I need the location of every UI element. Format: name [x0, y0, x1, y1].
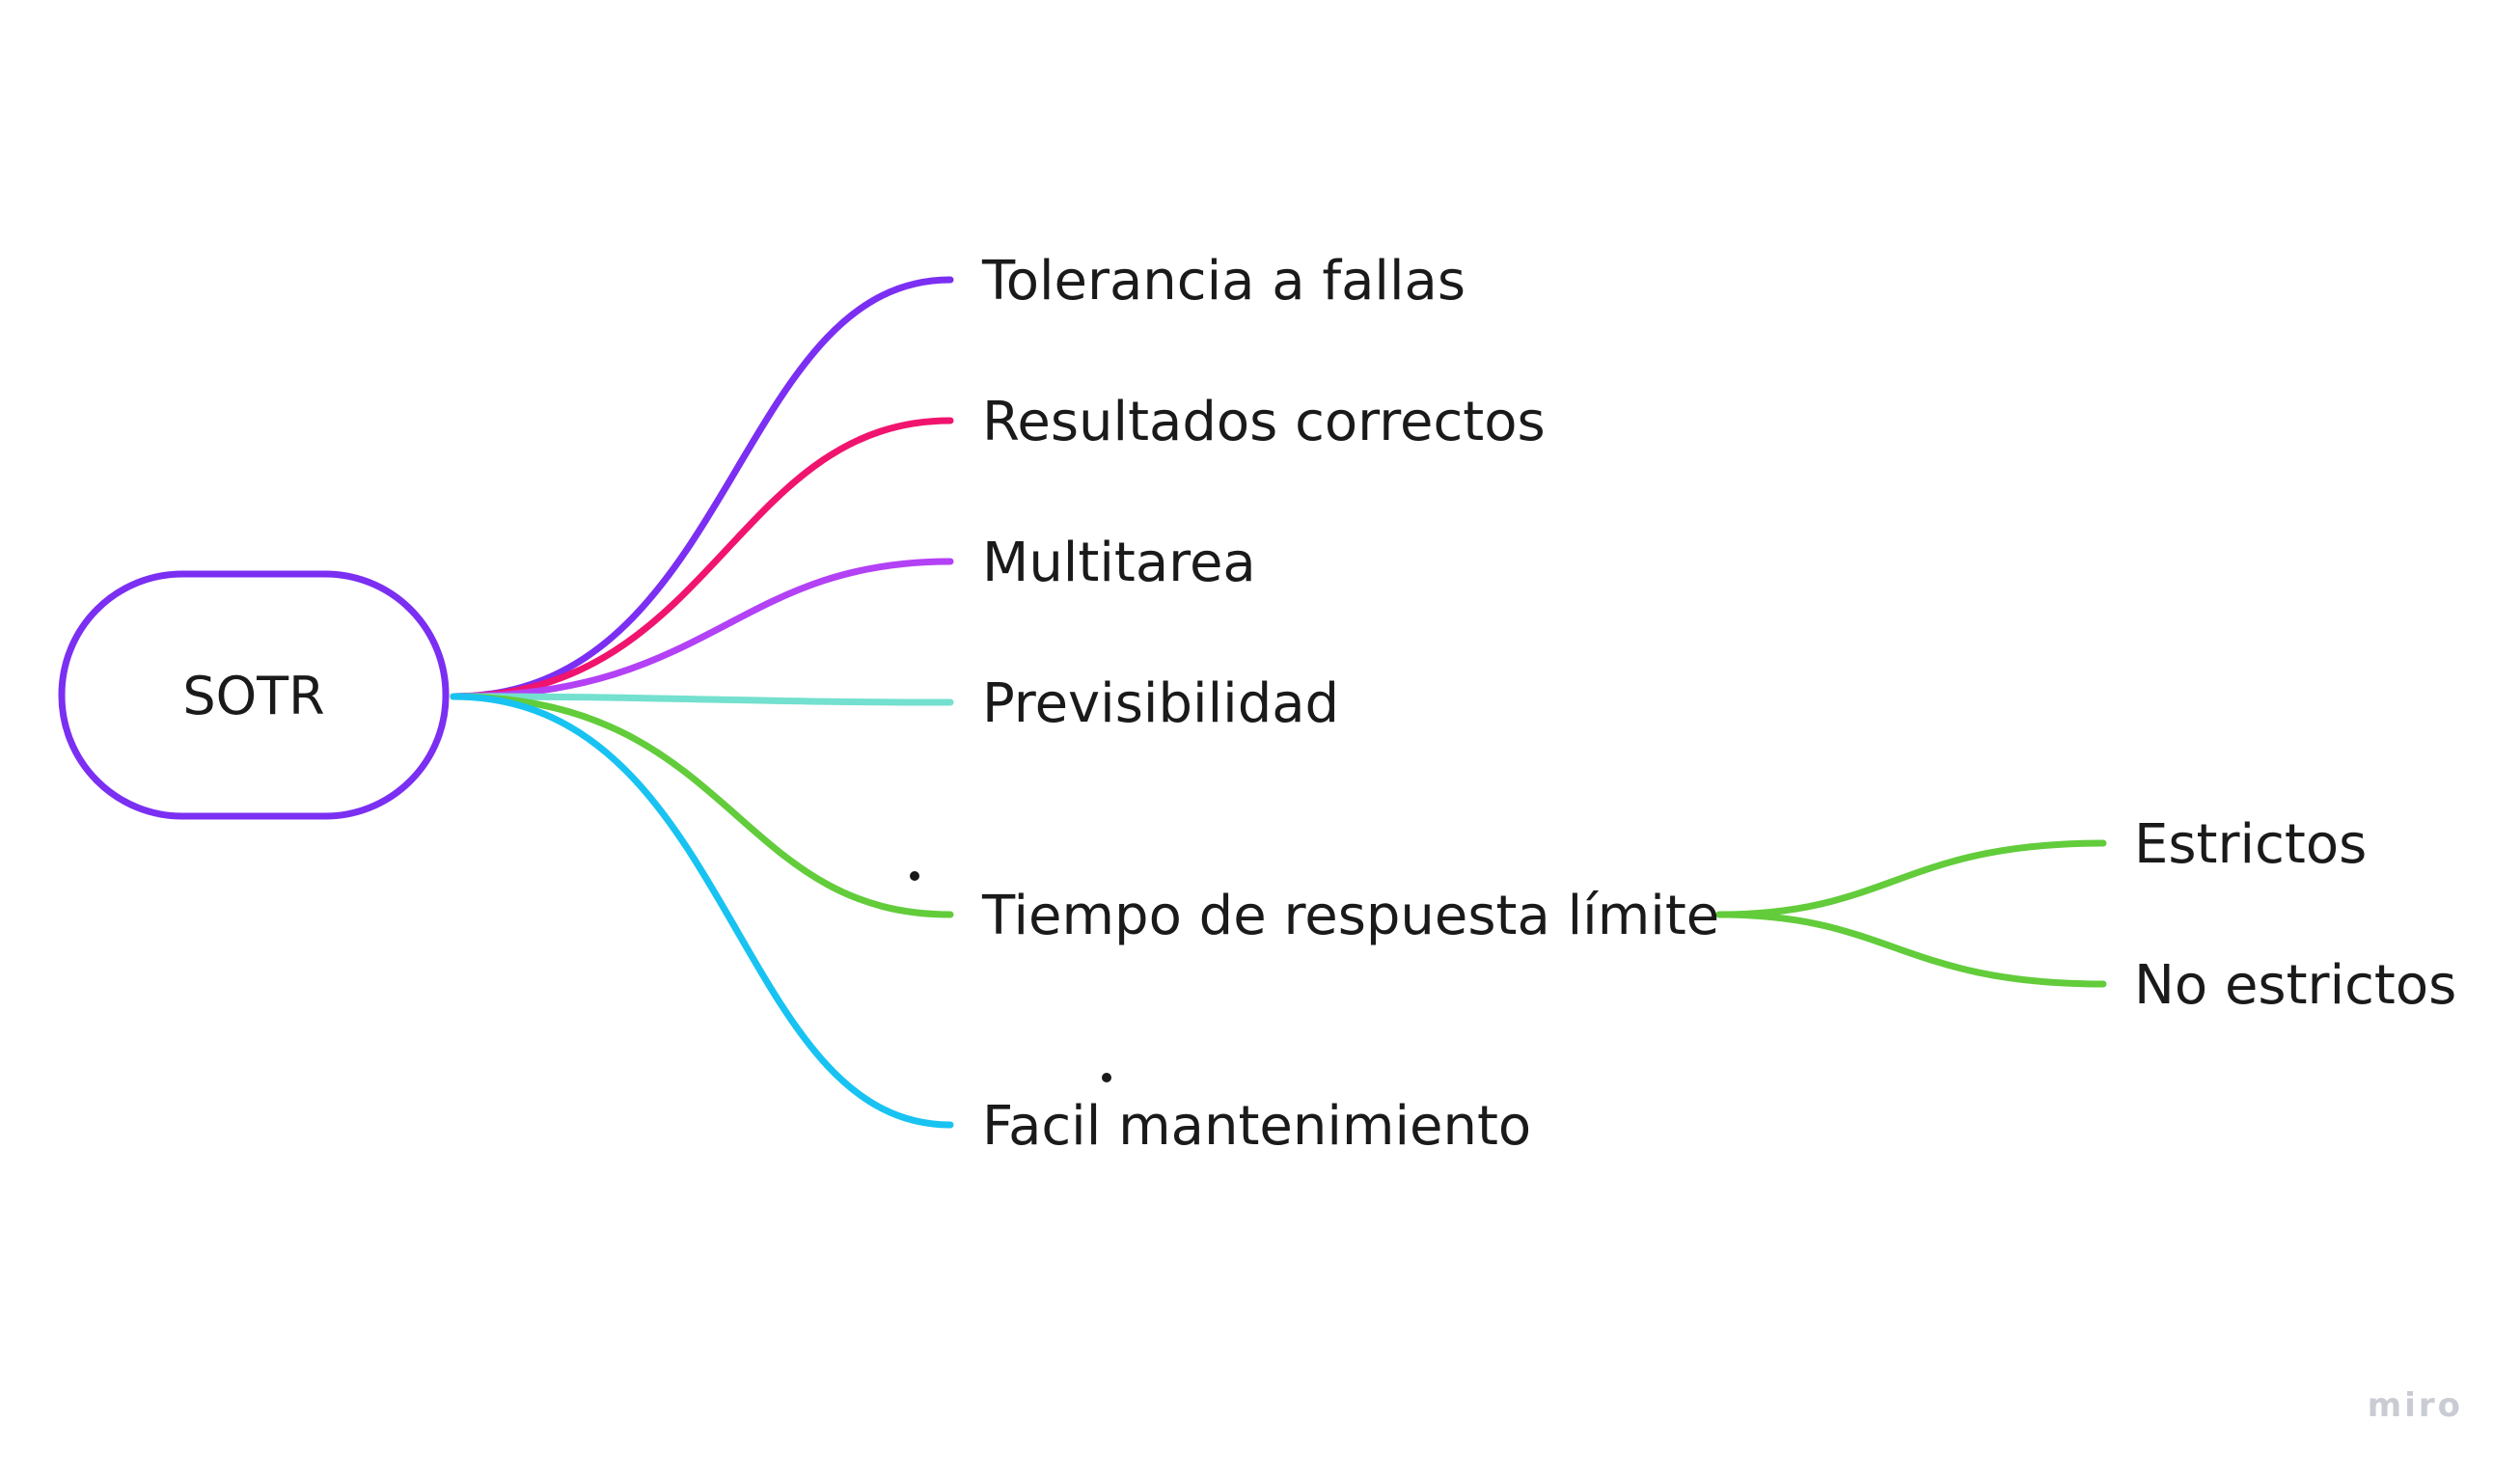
root-node-shape[interactable]	[58, 570, 450, 820]
sub-branch-no-estrictos[interactable]: No estrictos	[2134, 954, 2456, 1017]
connector-multitarea	[450, 558, 954, 700]
root-connectors	[450, 276, 954, 1129]
branch-labels: Tolerancia a fallas Resultados correctos…	[981, 250, 1719, 1158]
stray-dot	[910, 871, 919, 881]
connector-previsibilidad	[450, 693, 954, 706]
connector-tiempo-de-respuesta	[450, 693, 954, 918]
stray-dot	[1102, 1073, 1111, 1082]
connector-estrictos	[1715, 839, 2107, 918]
root-node-label: SOTR	[182, 666, 324, 726]
sub-branch-labels: Estrictos No estrictos	[2134, 813, 2456, 1017]
branch-multitarea[interactable]: Multitarea	[982, 532, 1256, 594]
connector-no-estrictos	[1715, 911, 2107, 988]
branch-facil-mantenimiento[interactable]: Facil mantenimiento	[982, 1095, 1531, 1158]
connector-facil-mantenimiento	[450, 693, 954, 1129]
sub-branch-estrictos[interactable]: Estrictos	[2134, 813, 2367, 876]
miro-watermark: miro	[2368, 1386, 2463, 1425]
branch-previsibilidad[interactable]: Previsibilidad	[982, 672, 1339, 735]
connector-tolerancia-a-fallas	[450, 276, 954, 700]
sub-connectors	[1715, 839, 2107, 988]
branch-resultados-correctos[interactable]: Resultados correctos	[982, 391, 1546, 453]
branch-tiempo-de-respuesta-limite[interactable]: Tiempo de respuesta límite	[981, 885, 1719, 947]
root-node[interactable]: SOTR	[58, 570, 450, 820]
branch-tolerancia-a-fallas[interactable]: Tolerancia a fallas	[981, 250, 1465, 313]
connector-resultados-correctos	[450, 417, 954, 700]
